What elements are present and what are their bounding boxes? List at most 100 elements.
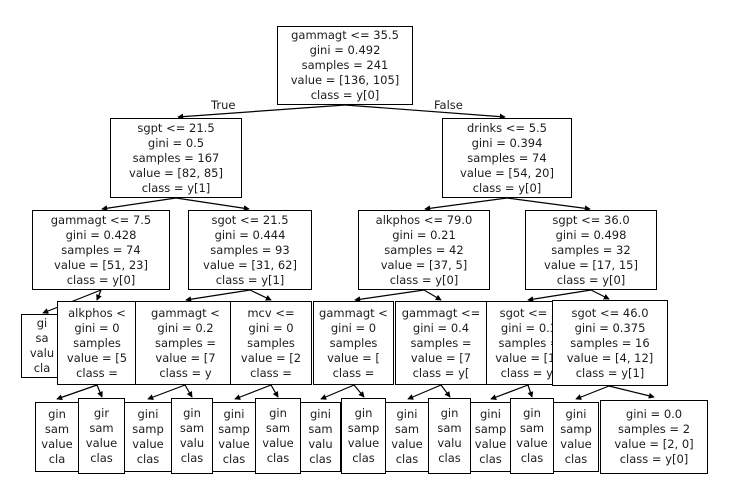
node-text-line: clas xyxy=(266,451,290,465)
node-text-line: gini = 0.444 xyxy=(214,227,286,242)
node-text-line: gini xyxy=(480,407,501,421)
node-text-line: class = y[1] xyxy=(215,272,285,287)
node-text-line: sgpt <= 21.5 xyxy=(137,120,215,135)
node-text-line: class = y[0] xyxy=(472,180,542,195)
node-text-line: gini xyxy=(310,407,331,421)
node-text-line: value xyxy=(391,437,423,451)
node-text-line: gini xyxy=(396,407,418,421)
node-text-line: value xyxy=(560,437,592,451)
node-text-line: samples = 93 xyxy=(210,242,290,257)
node-text-line: samp xyxy=(560,422,592,436)
node-text-line: sam xyxy=(44,422,70,436)
node-text-line: gammagt < xyxy=(151,305,220,320)
node-text-line: sa xyxy=(35,331,49,345)
node-text-line: samples xyxy=(329,335,378,350)
node-text-line: class = xyxy=(332,365,375,380)
node-text-line: samples xyxy=(73,335,121,350)
node-text-line: class = y[0] xyxy=(310,88,380,102)
node-text-line: alkphos <= 79.0 xyxy=(375,212,473,227)
node-text-line: gin xyxy=(354,406,373,420)
node-text-line: samples = 32 xyxy=(551,242,631,257)
node-text-line: mcv <= xyxy=(247,305,295,320)
node-text-line: sgot <= 46.0 xyxy=(571,305,649,320)
node-text-line: class = y[0] xyxy=(389,272,459,287)
node-text-line: class = y[1] xyxy=(575,365,645,380)
node-text-line: gini = 0 xyxy=(330,320,377,335)
edge-label-true: True xyxy=(211,98,236,112)
node-text-line: value = [54, 20] xyxy=(460,165,554,180)
node-text-line: gini xyxy=(137,407,159,421)
node-text-line: valu xyxy=(29,346,55,360)
node-text-line: value = [13 xyxy=(495,350,563,365)
node-text-line: value = [17, 15] xyxy=(544,257,638,272)
node-text-line: value = [7 xyxy=(410,350,472,365)
node-text-line: gir xyxy=(93,406,110,420)
node-text-line: samples xyxy=(247,335,295,350)
node-text-line: gin xyxy=(440,406,459,420)
node-text-line: class = xyxy=(250,365,292,380)
node-text-line: clas xyxy=(90,451,113,465)
node-text-line: gini = 0.428 xyxy=(65,227,137,242)
node-text-line: gini = 0.5 xyxy=(147,135,205,150)
node-text-line: samples = xyxy=(498,335,560,350)
node-text-line: value = [7 xyxy=(155,350,216,365)
node-text-line: class = y[0] xyxy=(66,272,136,287)
node-text-line: value = [136, 105] xyxy=(290,73,400,87)
node-text-line: gini = 0.492 xyxy=(309,43,381,57)
node-text-line: class = y[ xyxy=(412,365,470,380)
node-text-line: gini = 0 xyxy=(74,320,120,335)
node-text-line: clas xyxy=(564,452,588,466)
node-text-line: value xyxy=(474,437,507,451)
node-text-line: clas xyxy=(479,452,502,466)
node-text-line: sam xyxy=(519,421,545,435)
node-text-line: sgpt <= 36.0 xyxy=(552,212,630,227)
node-text-line: value = [4, 12] xyxy=(566,350,654,365)
node-text-line: gini = 0.2 xyxy=(157,320,214,335)
node-text-line: samples = 74 xyxy=(61,242,141,257)
node-text-line: sam xyxy=(437,421,462,435)
node-text-line: class = y[0] xyxy=(556,272,626,287)
node-text-line: samples = 16 xyxy=(570,335,650,350)
node-text-line: value xyxy=(85,436,118,450)
node-text-line: gammagt < xyxy=(319,305,388,320)
node-text-line: samp xyxy=(347,421,380,435)
node-text-line: gin xyxy=(523,406,541,420)
node-text-line: value xyxy=(218,437,250,451)
node-text-line: gammagt <= 7.5 xyxy=(50,212,152,227)
node-text-line: clas xyxy=(395,452,419,466)
node-text-line: value xyxy=(132,437,164,451)
node-text-line: samples = 42 xyxy=(384,242,464,257)
node-text-line: gini xyxy=(565,407,587,421)
node-text-line: gammagt <= 35.5 xyxy=(291,28,399,42)
node-text-line: gi xyxy=(36,316,48,330)
node-text-line: samples = 241 xyxy=(301,58,389,72)
node-text-line: value = [2 xyxy=(240,350,302,365)
node-text-line: clas xyxy=(520,451,544,465)
node-text-line: value = [37, 5] xyxy=(380,257,468,272)
node-text-line: gini = 0.498 xyxy=(555,227,627,242)
node-text-line: clas xyxy=(352,451,375,465)
node-text-line: samples = 167 xyxy=(132,150,220,165)
node-text-line: sgot <= 2 xyxy=(499,305,559,320)
node-text-line: sam xyxy=(394,422,420,436)
node-text-line: gini = 0.4 xyxy=(412,320,470,335)
node-text-line: gini = 0.375 xyxy=(574,320,646,335)
node-text-line: gini xyxy=(223,407,245,421)
node-text-line: clas xyxy=(136,452,160,466)
node-text-line: sam xyxy=(265,421,291,435)
node-text-line: gini = 0 xyxy=(248,320,294,335)
node-text-line: samp xyxy=(218,422,250,436)
